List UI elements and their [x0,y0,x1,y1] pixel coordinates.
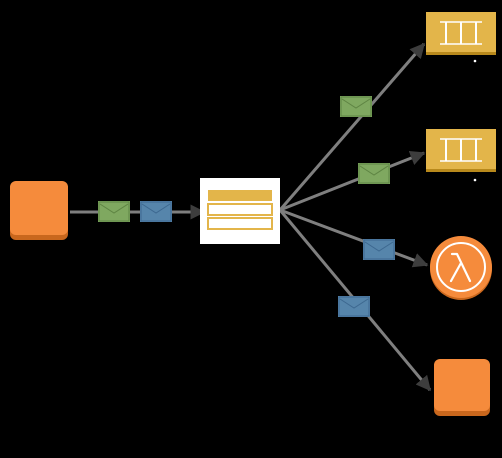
message-envelope-green [340,96,372,117]
queue-icon-2 [426,129,496,182]
target-instance-icon [434,359,490,416]
message-envelope-blue [338,296,370,317]
message-envelope-green [98,201,130,222]
notification-topic-icon [200,178,280,244]
message-envelope-blue [363,239,395,260]
connector-topic-to-queue-2 [279,150,426,212]
connector-topic-to-queue-1 [278,42,426,211]
message-envelope-blue [140,201,172,222]
message-envelope-green [358,163,390,184]
publisher-instance-icon [10,181,68,240]
lambda-function-icon [430,236,492,300]
queue-icon-1 [426,12,496,63]
connector-topic-to-lambda [279,208,429,268]
message-envelopes [98,96,395,317]
